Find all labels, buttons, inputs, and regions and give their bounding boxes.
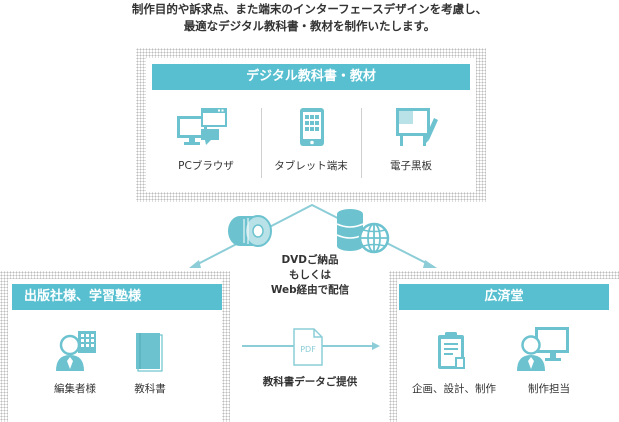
tablet-icon <box>300 108 324 146</box>
textbook-icon <box>136 333 163 372</box>
device-label-pc: PCブラウザ <box>178 160 234 172</box>
data-transfer-label: 教科書データご提供 <box>262 376 358 388</box>
right-panel: 広済堂 企画、設計、制作 制作担当 <box>389 271 619 422</box>
device-label-blackboard: 電子黒板 <box>390 160 432 172</box>
intro-text: 制作目的や訴求点、また端末のインターフェースデザインを考慮し、 最適なデジタル教… <box>0 1 619 35</box>
left-panel: 出版社様、学習塾様 編集者様 教科書 <box>0 271 230 422</box>
right-item-label-producer: 制作担当 <box>528 383 570 395</box>
pdf-label: PDF <box>300 345 316 354</box>
top-panel-title: デジタル教科書・教材 <box>152 64 470 90</box>
clipboard-icon <box>438 332 465 369</box>
producer-person-icon <box>517 327 569 371</box>
electronic-blackboard-icon <box>396 108 438 146</box>
pc-browser-icon <box>177 108 227 145</box>
right-panel-title: 広済堂 <box>399 284 609 310</box>
delivery-text: DVDご納品 もしくは Web経由で配信 <box>250 253 370 298</box>
web-server-icon <box>336 209 390 254</box>
delivery-line-3: Web経由で配信 <box>270 284 350 296</box>
intro-line-1: 制作目的や訴求点、また端末のインターフェースデザインを考慮し、 <box>131 2 488 16</box>
dvd-icon <box>228 215 272 247</box>
delivery-line-1: DVDご納品 <box>281 254 339 266</box>
top-divider-2 <box>361 108 362 178</box>
top-divider-1 <box>261 108 262 178</box>
intro-line-2: 最適なデジタル教科書・教材を制作いたします。 <box>183 19 436 33</box>
right-item-label-planning: 企画、設計、制作 <box>412 383 496 395</box>
editor-person-icon <box>56 331 96 371</box>
top-panel: デジタル教科書・教材 PCブラウザ タブレット端末 <box>136 48 486 202</box>
left-item-label-editor: 編集者様 <box>54 383 96 395</box>
left-panel-title: 出版社様、学習塾様 <box>12 284 222 310</box>
delivery-line-2: もしくは <box>289 269 331 281</box>
pdf-file-icon <box>293 328 323 366</box>
left-item-label-textbook: 教科書 <box>134 383 166 395</box>
device-label-tablet: タブレット端末 <box>274 160 348 172</box>
